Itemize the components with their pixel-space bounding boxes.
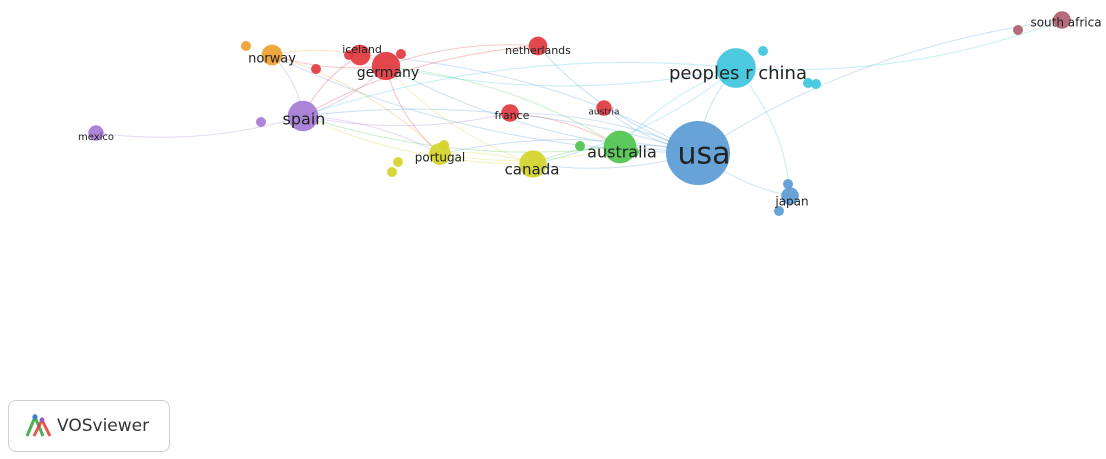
node-portugal[interactable] bbox=[429, 143, 451, 165]
minor-node[interactable] bbox=[1013, 25, 1023, 35]
vosviewer-logo-icon bbox=[25, 413, 52, 437]
minor-node[interactable] bbox=[311, 64, 321, 74]
edge-germany-netherlands bbox=[385, 44, 539, 67]
minor-node[interactable] bbox=[758, 46, 768, 56]
edge-canada-spain bbox=[302, 115, 534, 165]
minor-node[interactable] bbox=[811, 79, 821, 89]
edge-canada-germany bbox=[385, 65, 534, 165]
network-labels: usa peoples r china australia canada spain ge… bbox=[78, 16, 1102, 209]
node-germany[interactable] bbox=[371, 51, 401, 81]
minor-node[interactable] bbox=[396, 49, 406, 59]
node-iceland[interactable] bbox=[349, 44, 371, 66]
edge-peoples-r-china-south-africa bbox=[735, 19, 1063, 71]
node-label-usa: usa bbox=[677, 137, 730, 172]
edge-usa-south-africa bbox=[697, 19, 1063, 154]
vosviewer-badge: VOSviewer bbox=[8, 400, 170, 452]
vosviewer-logo-text: VOSviewer bbox=[57, 416, 150, 436]
node-label-france: france bbox=[495, 109, 530, 122]
minor-node[interactable] bbox=[393, 157, 403, 167]
minor-node[interactable] bbox=[241, 41, 251, 51]
minor-node[interactable] bbox=[256, 117, 266, 127]
node-peoples-r-china[interactable] bbox=[716, 48, 756, 88]
node-label-canada: canada bbox=[505, 161, 560, 179]
node-netherlands[interactable] bbox=[528, 36, 548, 56]
node-norway[interactable] bbox=[261, 44, 283, 66]
node-label-norway: norway bbox=[248, 52, 296, 67]
minor-node[interactable] bbox=[803, 78, 813, 88]
node-usa[interactable] bbox=[666, 121, 730, 185]
node-austria[interactable] bbox=[596, 100, 612, 116]
node-mexico[interactable] bbox=[88, 125, 104, 141]
minor-node[interactable] bbox=[774, 206, 784, 216]
node-australia[interactable] bbox=[603, 130, 637, 164]
node-label-spain: spain bbox=[283, 110, 326, 129]
node-france[interactable] bbox=[501, 104, 519, 122]
node-label-iceland: iceland bbox=[342, 43, 382, 56]
minor-node[interactable] bbox=[783, 179, 793, 189]
node-label-mexico: mexico bbox=[78, 132, 114, 143]
node-label-germany: germany bbox=[357, 65, 419, 81]
node-south-africa[interactable] bbox=[1053, 11, 1071, 29]
network-nodes bbox=[88, 11, 1071, 216]
node-spain[interactable] bbox=[287, 100, 319, 132]
node-label-japan: japan bbox=[774, 195, 808, 209]
node-label-austria: austria bbox=[588, 108, 619, 118]
edge-usa-iceland bbox=[359, 54, 699, 154]
edge-usa-germany bbox=[385, 65, 699, 154]
network-edges bbox=[95, 19, 1063, 197]
edge-australia-germany bbox=[385, 65, 621, 148]
edge-spain-portugal bbox=[302, 115, 441, 155]
edge-usa-portugal bbox=[439, 139, 699, 155]
edge-australia-spain bbox=[302, 115, 621, 153]
node-label-netherlands: netherlands bbox=[505, 44, 571, 57]
edge-spain-france bbox=[302, 112, 511, 127]
edge-peoples-r-china-canada bbox=[532, 67, 737, 165]
edge-norway-portugal bbox=[271, 54, 441, 155]
node-label-peoples-r-china: peoples r china bbox=[669, 63, 807, 84]
edge-peoples-r-china-japan bbox=[735, 67, 791, 197]
node-label-australia: australia bbox=[587, 143, 657, 162]
node-label-portugal: portugal bbox=[415, 151, 466, 165]
node-japan[interactable] bbox=[781, 187, 799, 205]
node-label-south-africa: south africa bbox=[1030, 16, 1101, 30]
edge-peoples-r-china-germany bbox=[385, 65, 737, 87]
edge-spain-mexico bbox=[95, 115, 304, 138]
edge-usa-norway bbox=[271, 54, 699, 154]
minor-node[interactable] bbox=[575, 141, 585, 151]
edge-netherlands-spain bbox=[302, 45, 539, 117]
node-canada[interactable] bbox=[519, 150, 547, 178]
edge-peoples-r-china-spain bbox=[302, 61, 737, 117]
minor-node[interactable] bbox=[387, 167, 397, 177]
